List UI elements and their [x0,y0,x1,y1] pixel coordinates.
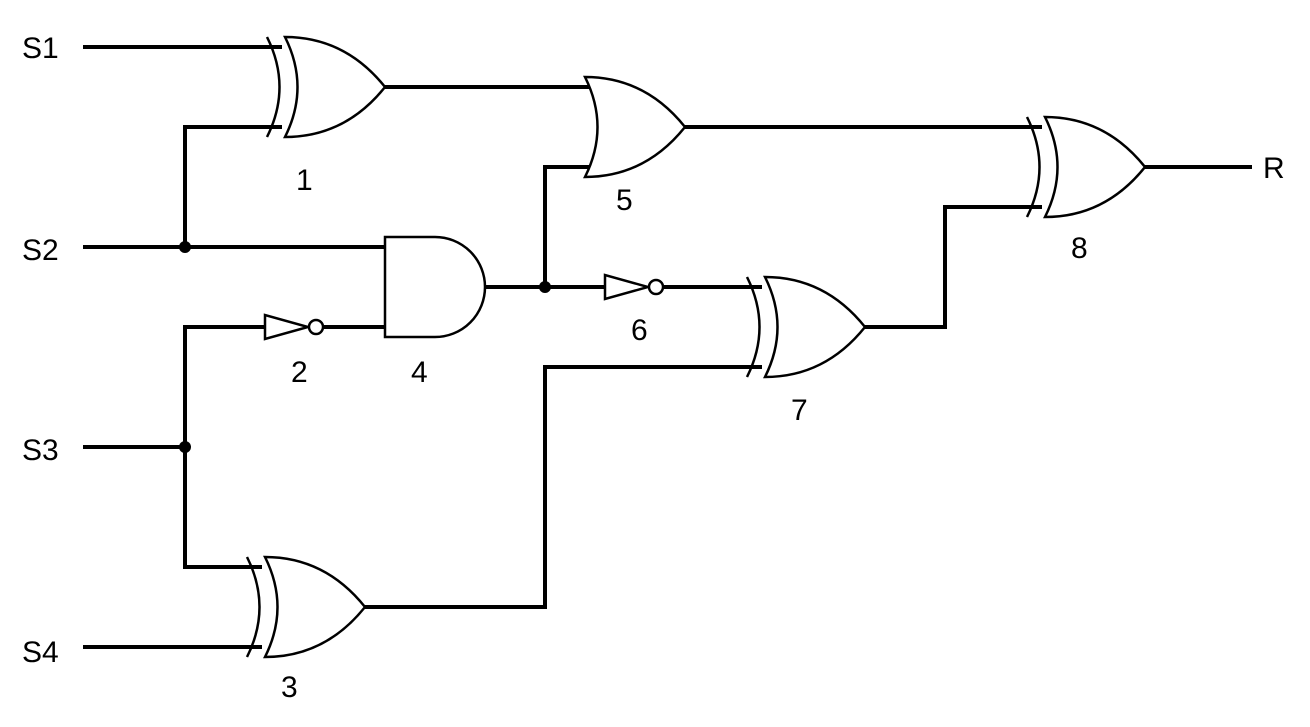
output-label-r: R [1263,152,1285,185]
wire-g4-g5 [543,165,597,289]
gate-label-7: 7 [791,394,808,427]
input-label-s1: S1 [22,32,59,65]
input-label-s3: S3 [22,434,59,467]
gate-label-5: 5 [616,184,633,217]
wire-s2-branch [183,125,282,249]
gate-label-1: 1 [296,164,313,197]
gate-6-not [603,273,665,301]
gate-7-xor [745,275,867,379]
junction-s2 [179,241,191,253]
junction-s3 [179,441,191,453]
junction-g4 [539,281,551,293]
gate-label-6: 6 [631,314,648,347]
gate-4-and [383,235,487,339]
wire-s3-up [183,325,267,449]
gate-label-4: 4 [411,356,428,389]
input-label-s4: S4 [22,636,59,669]
gate-label-2: 2 [291,356,308,389]
gate-8-xor [1025,115,1147,219]
wire-s3-down [183,445,262,569]
gate-2-not [263,313,325,341]
gate-label-8: 8 [1071,232,1088,265]
gate-1-xor [265,35,387,139]
gate-3-xor [245,555,367,659]
input-label-s2: S2 [22,234,59,267]
wire-g3-g7 [363,365,762,609]
gate-label-3: 3 [281,671,298,704]
gate-5-or [582,75,687,179]
wire-g7-g8 [863,205,1042,329]
wires [83,45,1252,649]
